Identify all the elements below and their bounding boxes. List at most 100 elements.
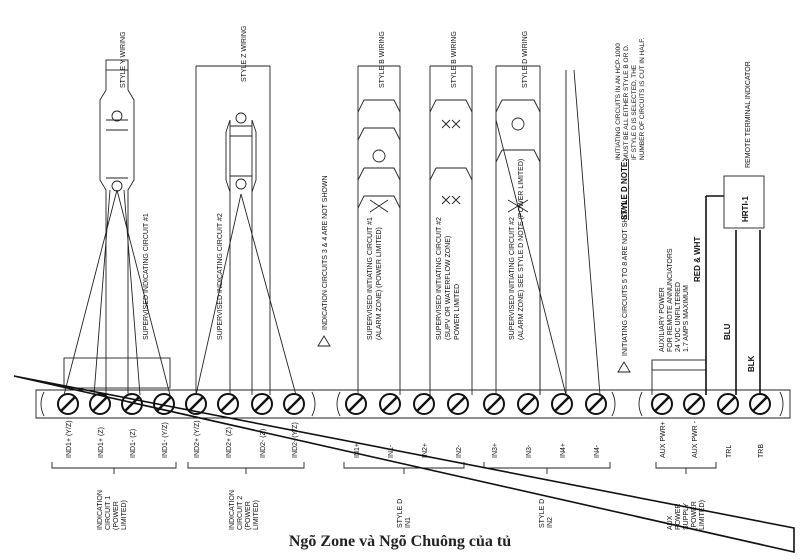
ind1-group-l2: CIRCUIT 1: [105, 496, 112, 530]
terminal-screw: [89, 393, 111, 415]
style-d-label: STYLE D WIRING: [522, 31, 529, 88]
sic2-label: SUPERVISED INDICATING CIRCUIT #2: [217, 213, 224, 340]
sinit1-line2: (ALARM ZONE) (POWER LIMITED): [376, 227, 383, 340]
terminal-label: IN1+: [354, 443, 361, 458]
hrti-device-label: HRTI-1: [741, 196, 750, 222]
sinit3-line2: (ALARM ZONE) SEE STYLE D NOTE (POWER LIM…: [518, 159, 525, 340]
terminal-label: IN2+: [422, 443, 429, 458]
ind1-group-l3: (POWER: [113, 501, 120, 530]
aux-group-l1: AUX: [667, 515, 674, 530]
ind2-group-l3: (POWER: [245, 501, 252, 530]
terminal-screw: [447, 393, 469, 415]
sinit3-line1: SUPERVISED INITIATING CIRCUIT #2: [509, 217, 516, 340]
style-b-wiring-1: STYLE B WIRING SUPERVISED INITIATING CIR…: [357, 31, 401, 395]
terminal-label: AUX PWR -: [692, 420, 699, 458]
terminal-screw: [683, 393, 705, 415]
page-caption: Ngõ Zone và Ngõ Chuông của tủ: [288, 533, 512, 550]
end-of-line-resistor-icon: [105, 59, 129, 71]
terminal-labels: IND1+ (Y/Z) IND1+ (Z) IND1- (Z) IND1- (Y/Z)…: [66, 420, 765, 458]
ind2-group-l4: LIMITED): [253, 500, 260, 530]
terminal-screw: [585, 393, 607, 415]
style-b-wiring-2: STYLE B WIRING SUPERVISED INITIATING CIR…: [429, 31, 473, 395]
aux-line4: 1.7 AMPS MAXIMUM: [683, 285, 690, 352]
terminal-screw: [345, 393, 367, 415]
terminal-label: IN4+: [560, 443, 567, 458]
terminal-screw: [651, 393, 673, 415]
terminal-label: IN4-: [594, 444, 601, 458]
style-b2-label: STYLE B WIRING: [451, 31, 458, 88]
terminal-screw: [283, 393, 305, 415]
style-z-wiring: STYLE Z WIRING SUPERVISED INDICATING CIR…: [195, 26, 297, 396]
terminal-screw: [57, 393, 79, 415]
in2-group-l1: STYLE D: [539, 499, 546, 528]
terminal-screw: [749, 393, 771, 415]
style-d-note-title: STYLE D NOTE:: [620, 159, 629, 220]
notification-device-icon: [235, 112, 247, 124]
aux-line1: AUXILIARY POWER: [659, 287, 666, 352]
group-brackets: [51, 462, 717, 474]
wire-blk-label: BLK: [747, 355, 756, 372]
ind1-group-l1: INDICATION: [97, 490, 104, 530]
aux-group-l4: (POWER: [691, 501, 698, 530]
sinit1-line1: SUPERVISED INITIATING CIRCUIT #1: [367, 217, 374, 340]
terminal-strip: [35, 389, 791, 419]
terminal-label: IN3+: [492, 443, 499, 458]
aux-group-l2: POWER: [675, 504, 682, 530]
sic1-label: SUPERVISED INDICATING CIRCUIT #1: [143, 213, 150, 340]
terminal-label: IND1- (Y/Z): [162, 422, 169, 458]
ind1-group-l4: LIMITED): [121, 500, 128, 530]
hrti-1-device: [723, 175, 765, 229]
notification-device-icon: [111, 110, 123, 122]
terminal-screw: [483, 393, 505, 415]
style-d-note-line3: IF STYLE D IS SELECTED, THE: [631, 64, 638, 160]
terminal-screw: [551, 393, 573, 415]
wire-red-label: RED & WHT: [693, 237, 702, 282]
in2-group-l2: IN2: [547, 517, 554, 528]
detector-icon: [372, 149, 386, 163]
terminal-label: IN2-: [456, 444, 463, 458]
style-d-wiring: STYLE D WIRING SUPERVISED INITIATING CIR…: [495, 31, 601, 396]
terminal-label: IND2+ (Z): [226, 427, 233, 458]
terminal-screw: [517, 393, 539, 415]
diagonal-overlay-line: [13, 375, 795, 554]
style-b1-label: STYLE B WIRING: [379, 31, 386, 88]
style-d-note-line1: INITIATING CIRCUITS IN AN HCP-1000: [615, 43, 622, 160]
terminal-screw: [379, 393, 401, 415]
style-z-label: STYLE Z WIRING: [241, 26, 248, 82]
remote-title: REMOTE TERMINAL INDICATOR: [745, 61, 752, 168]
aux-group-l5: LIMITED): [699, 500, 706, 530]
in1-group-l1: STYLE D: [397, 499, 404, 528]
style-y-wiring: STYLE Y WIRING SUPERVISED INDICATING CIR…: [63, 31, 171, 396]
ind2-group-l1: INDICATION: [229, 490, 236, 530]
terminal-screw: [413, 393, 435, 415]
terminal-screw: [217, 393, 239, 415]
group-labels: INDICATION CIRCUIT 1 (POWER LIMITED) IND…: [97, 490, 706, 530]
terminal-label: IND2- (Z): [260, 429, 267, 458]
terminal-label: IND1- (Z): [130, 429, 137, 458]
terminal-screw: [185, 393, 207, 415]
wire-blu-label: BLU: [723, 323, 732, 340]
style-d-note: STYLE D NOTE: INITIATING CIRCUITS IN AN …: [615, 37, 646, 220]
init58-label: INITIATING CIRCUITS 5 TO 8 ARE NOT SHOWN: [622, 201, 629, 356]
terminal-screw: [717, 393, 739, 415]
terminal-label: IND1+ (Z): [98, 427, 105, 458]
aux-line2: FOR REMOTE ANNUNCIATORS: [667, 248, 674, 352]
notification-device-icon: [235, 178, 247, 190]
terminal-label: IN3-: [526, 444, 533, 458]
sinit2-line1: SUPERVISED INITIATING CIRCUIT #2: [436, 217, 443, 340]
ind2-group-l2: CIRCUIT 2: [237, 496, 244, 530]
aux-line3: 24 VDC UNFILTERED: [675, 282, 682, 352]
terminal-label: AUX PWR+: [660, 421, 667, 458]
triangle-note-icon: [617, 361, 631, 373]
sinit2-line2: (SUPV OR WATERFLOW ZONE): [445, 236, 452, 340]
style-y-label: STYLE Y WIRING: [120, 31, 127, 88]
terminal-label: IND2+ (Y/Z): [194, 420, 201, 458]
terminal-label: IND1+ (Y/Z): [66, 420, 73, 458]
notification-device-icon: [111, 180, 123, 192]
sinit2-line3: POWER LIMITED: [454, 284, 461, 340]
triangle-note-icon: [317, 335, 331, 347]
terminal-label: IN1-: [388, 444, 395, 458]
detector-icon: [511, 117, 525, 131]
terminal-label: TRB: [758, 444, 765, 458]
